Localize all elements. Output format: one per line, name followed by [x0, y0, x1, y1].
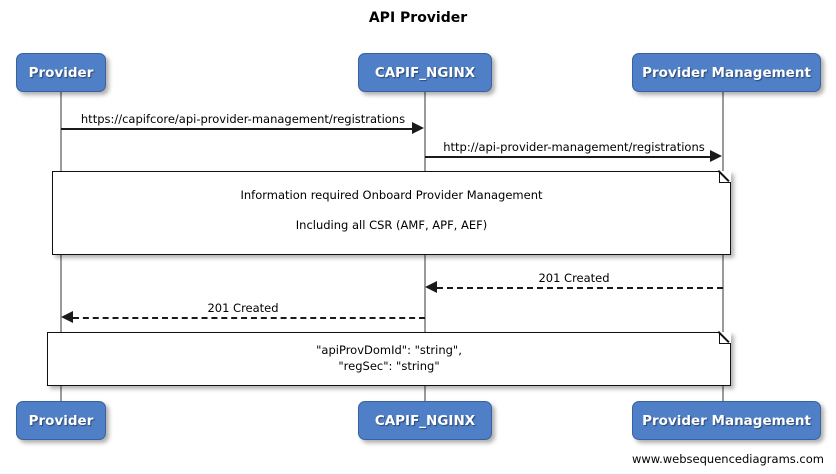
- diagram-title: API Provider: [368, 10, 468, 26]
- arrow-head-right-2: [710, 150, 722, 162]
- participant-label: CAPIF_NGINX: [374, 412, 476, 429]
- participant-label: Provider: [28, 64, 94, 81]
- participant-provider-top[interactable]: Provider: [16, 53, 106, 92]
- message-line-3: [437, 287, 723, 289]
- participant-label: Provider Management: [642, 64, 811, 81]
- note-line: "regSec": "string": [338, 358, 440, 373]
- arrow-head-left-4: [61, 311, 73, 323]
- arrow-head-left-3: [425, 281, 437, 293]
- participant-provider-management-bottom[interactable]: Provider Management: [632, 401, 821, 440]
- note-information-required: Information required Onboard Provider Ma…: [52, 171, 731, 255]
- participant-label: CAPIF_NGINX: [374, 64, 476, 81]
- watermark-footer: www.websequencediagrams.com: [631, 452, 824, 466]
- message-label-1: https://capifcore/api-provider-managemen…: [80, 112, 406, 126]
- note-text: "apiProvDomId": "string", "regSec": "str…: [48, 343, 730, 374]
- arrow-head-right-1: [412, 122, 424, 134]
- note-fold-corner: [719, 171, 731, 183]
- note-line: "apiProvDomId": "string",: [316, 343, 462, 357]
- note-line: Information required Onboard Provider Ma…: [240, 188, 543, 202]
- message-label-3: 201 Created: [538, 271, 610, 285]
- participant-capif-nginx-bottom[interactable]: CAPIF_NGINX: [358, 401, 492, 440]
- message-line-4: [73, 317, 425, 319]
- message-label-4: 201 Created: [207, 301, 279, 315]
- participant-provider-management-top[interactable]: Provider Management: [632, 53, 821, 92]
- participant-label: Provider: [28, 412, 94, 429]
- note-text: Information required Onboard Provider Ma…: [53, 188, 730, 233]
- note-fold-corner: [719, 332, 731, 344]
- message-line-1: [61, 128, 413, 130]
- participant-provider-bottom[interactable]: Provider: [16, 401, 106, 440]
- participant-capif-nginx-top[interactable]: CAPIF_NGINX: [358, 53, 492, 92]
- message-line-2: [425, 156, 711, 158]
- participant-label: Provider Management: [642, 412, 811, 429]
- note-line: Including all CSR (AMF, APF, AEF): [295, 217, 488, 232]
- message-label-2: http://api-provider-management/registrat…: [443, 140, 705, 154]
- note-response-payload: "apiProvDomId": "string", "regSec": "str…: [47, 332, 731, 386]
- note-blank-line: [53, 204, 730, 218]
